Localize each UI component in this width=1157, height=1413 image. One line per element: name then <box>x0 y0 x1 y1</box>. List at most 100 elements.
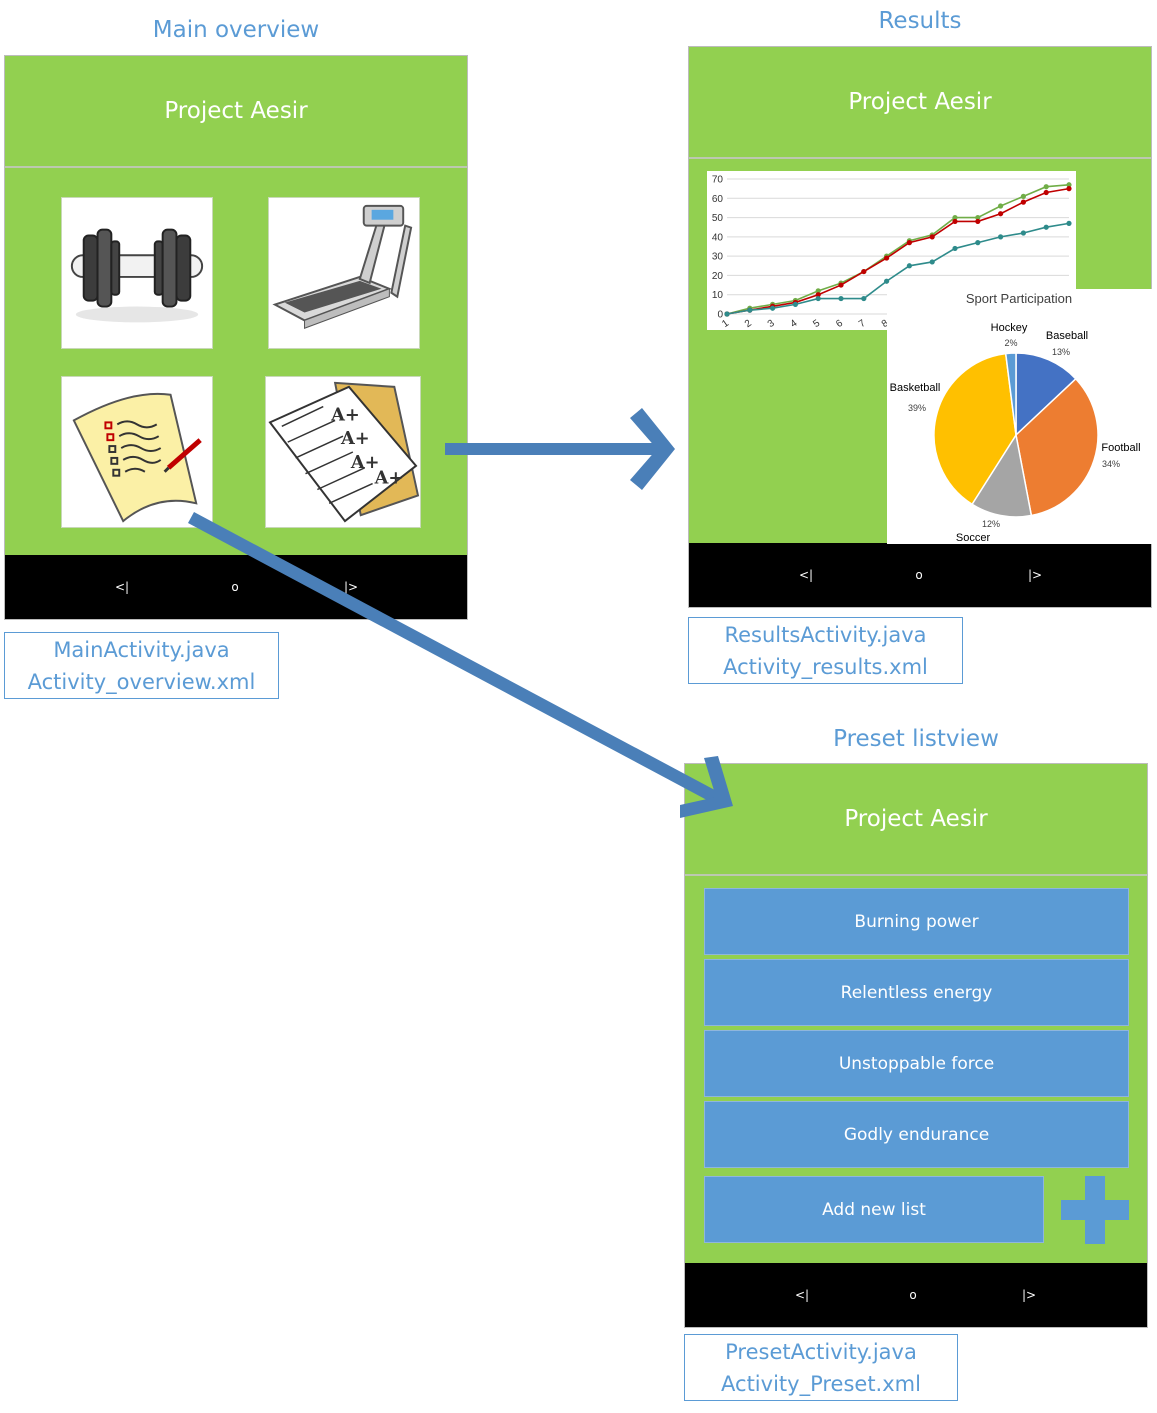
pie-chart: Sport ParticipationBaseball13%Football34… <box>887 289 1152 544</box>
data-point <box>1020 199 1026 205</box>
pie-slice <box>971 432 1033 518</box>
pie-slice <box>1004 352 1017 436</box>
pie-slice-label: Hockey <box>991 322 1028 334</box>
treadmill-icon <box>272 204 413 329</box>
dumbbell-tile[interactable] <box>61 197 213 349</box>
preset-nav-bar: <| o |> <box>685 1263 1147 1327</box>
x-tick-label: 2 <box>743 318 754 330</box>
add-new-list-button[interactable]: Add new list <box>704 1176 1044 1243</box>
report-card-icon: A+ A+ A+ A+ <box>268 381 420 523</box>
preset-app-title: Project Aesir <box>844 806 988 832</box>
plus-icon[interactable] <box>1061 1176 1129 1244</box>
main-overview-screen: Project Aesir <box>4 55 468 620</box>
data-point <box>998 211 1004 217</box>
data-point <box>952 214 958 221</box>
data-point <box>975 240 981 246</box>
results-nav-back-button[interactable]: <| <box>798 568 814 582</box>
y-tick-label: 40 <box>712 232 724 243</box>
preset-nav-home-button[interactable]: o <box>909 1288 917 1302</box>
svg-text:A+: A+ <box>330 404 360 425</box>
treadmill-tile[interactable] <box>268 197 420 349</box>
arrow-to-results <box>445 408 675 490</box>
data-point <box>770 305 776 311</box>
data-point <box>1066 186 1072 192</box>
preset-list-item[interactable]: Relentless energy <box>704 959 1129 1026</box>
data-point <box>952 245 958 252</box>
pie-slice-label: Basketball <box>890 382 941 394</box>
pie-slice-label: Soccer <box>956 532 991 544</box>
main-nav-forward-button[interactable]: |> <box>343 580 359 594</box>
preset-caption: Preset listview <box>833 726 999 752</box>
main-app-header: Project Aesir <box>5 56 467 168</box>
x-tick-label: 7 <box>857 318 868 330</box>
data-point <box>1043 224 1049 230</box>
preset-nav-forward-button[interactable]: |> <box>1021 1288 1037 1302</box>
preset-list-item[interactable]: Burning power <box>704 888 1129 955</box>
svg-text:A+: A+ <box>350 452 380 473</box>
results-app-header: Project Aesir <box>689 47 1151 159</box>
pie-slice <box>1015 352 1077 437</box>
y-tick-label: 20 <box>712 271 724 282</box>
results-nav-forward-button[interactable]: |> <box>1027 568 1043 582</box>
svg-text:A+: A+ <box>340 428 370 449</box>
data-point <box>1066 220 1072 226</box>
pie-slice-percent: 2% <box>1004 338 1017 348</box>
data-point <box>975 214 981 221</box>
data-point <box>1020 230 1026 236</box>
data-point <box>815 288 821 294</box>
data-point <box>815 292 821 298</box>
data-point <box>952 218 958 225</box>
main-overview-caption: Main overview <box>152 17 320 43</box>
pie-slice-percent: 34% <box>1102 459 1120 469</box>
data-point <box>861 268 867 275</box>
preset-java-file: PresetActivity.java <box>725 1340 917 1364</box>
results-nav-bar: <| o |> <box>689 543 1151 607</box>
results-files-box: ResultsActivity.java Activity_results.xm… <box>688 617 963 684</box>
pie-slice-label: Baseball <box>1046 330 1088 342</box>
data-point <box>838 282 844 288</box>
main-nav-home-button[interactable]: o <box>231 580 239 594</box>
y-tick-label: 60 <box>712 194 724 205</box>
main-nav-bar: <| o |> <box>5 555 467 619</box>
x-tick-label: 4 <box>789 318 800 330</box>
preset-nav-back-button[interactable]: <| <box>794 1288 810 1302</box>
main-nav-back-button[interactable]: <| <box>114 580 130 594</box>
main-files-box: MainActivity.java Activity_overview.xml <box>4 632 279 699</box>
dumbbell-icon <box>70 228 204 323</box>
data-point <box>1020 193 1026 199</box>
preset-list-item[interactable]: Unstoppable force <box>704 1030 1129 1097</box>
preset-xml-file: Activity_Preset.xml <box>721 1372 921 1396</box>
main-java-file: MainActivity.java <box>53 638 230 662</box>
checklist-tile[interactable] <box>61 376 213 528</box>
svg-text:A+: A+ <box>374 468 404 489</box>
data-point <box>838 295 844 302</box>
y-tick-label: 50 <box>712 213 724 224</box>
results-xml-file: Activity_results.xml <box>723 655 928 679</box>
data-point <box>884 278 890 284</box>
pie-title: Sport Participation <box>966 291 1072 306</box>
data-point <box>1066 182 1072 188</box>
series-line <box>726 222 1070 315</box>
data-point <box>929 259 935 265</box>
data-point <box>724 311 730 317</box>
x-tick-label: 1 <box>720 318 731 330</box>
data-point <box>998 234 1004 240</box>
results-nav-home-button[interactable]: o <box>915 568 923 582</box>
main-xml-file: Activity_overview.xml <box>27 670 256 694</box>
results-java-file: ResultsActivity.java <box>724 623 927 647</box>
series-line <box>726 187 1070 315</box>
pie-slice <box>1015 377 1099 517</box>
pie-slice <box>933 352 1017 506</box>
data-point <box>929 234 935 240</box>
preset-list-item[interactable]: Godly endurance <box>704 1101 1129 1168</box>
pie-slice-label: Football <box>1101 442 1140 454</box>
pie-slice-percent: 12% <box>982 519 1000 529</box>
data-point <box>861 295 867 302</box>
data-point <box>815 295 821 302</box>
preset-screen: Project Aesir Burning power Relentless e… <box>684 763 1148 1328</box>
data-point <box>975 218 981 225</box>
series-line <box>726 183 1070 315</box>
preset-files-box: PresetActivity.java Activity_Preset.xml <box>684 1334 958 1401</box>
report-card-tile[interactable]: A+ A+ A+ A+ <box>265 376 421 528</box>
data-point <box>998 203 1004 209</box>
